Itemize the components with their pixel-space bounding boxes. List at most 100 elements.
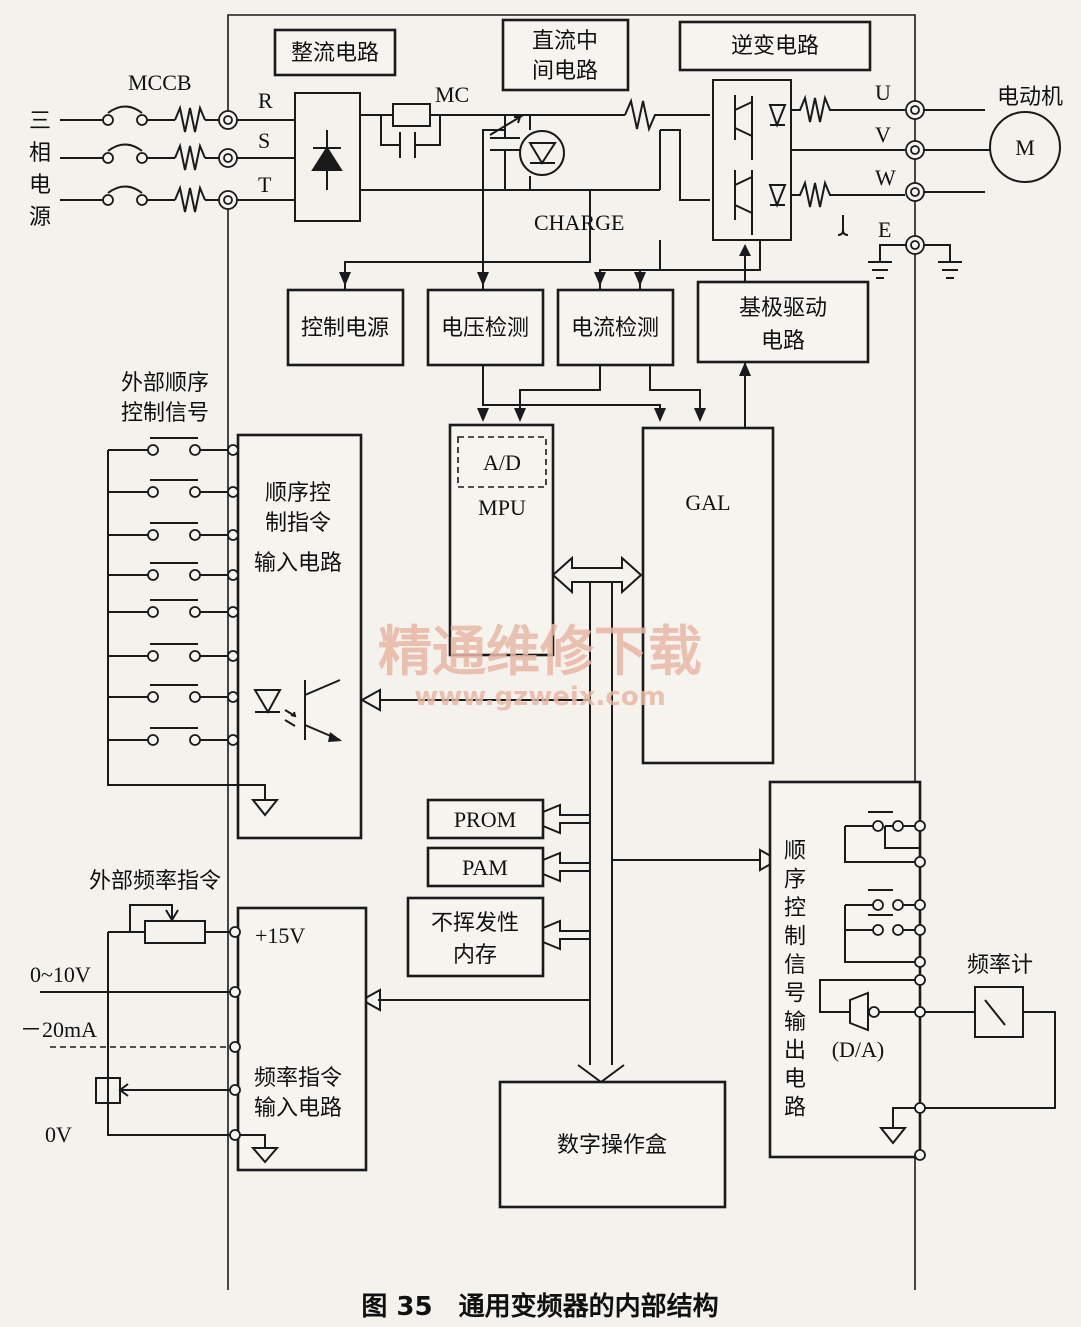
freq-input-block: 频率指令 输入电路 +15V [236, 906, 368, 1172]
detect-feed-lines [339, 129, 761, 290]
ad-label: A/D [483, 450, 521, 475]
rectifier-label: 整流电路 [291, 41, 379, 66]
watermark-url: www.gzweix.com [414, 682, 666, 712]
svg-text:电流检测: 电流检测 [571, 316, 659, 341]
voltage-detect-block: 电压检测 [426, 288, 545, 367]
freq-input-external-label: 外部频率指令 [89, 869, 221, 894]
svg-text:PAM: PAM [462, 855, 508, 880]
enclosure-outline [227, 14, 916, 1290]
rectifier-bridge [294, 92, 361, 222]
seq-output-relays [844, 811, 926, 968]
three-phase-source-label: 三 相 电 源 [29, 109, 51, 230]
seq-output-label-char: 序 [784, 868, 806, 893]
ma20-label: －20mA [20, 1017, 97, 1042]
detect-to-logic-lines [477, 362, 751, 428]
rectifier-section: 整流电路 [273, 28, 397, 77]
seq-output-label-char: 电 [784, 1067, 806, 1092]
charge-label: CHARGE [534, 210, 624, 235]
terminal-e-label: E [878, 217, 891, 242]
seq-input-switch-7 [108, 684, 239, 703]
seq-output-label-char: 出 [784, 1039, 806, 1064]
mpu-label: MPU [478, 495, 526, 520]
gal-label: GAL [685, 490, 730, 515]
operator-box-block: 数字操作盒 [498, 1080, 727, 1209]
seq-output-label-char: 信 [784, 953, 806, 978]
svg-text:电: 电 [29, 173, 51, 198]
inverter-bridge [712, 79, 792, 241]
phase-input-lines [60, 104, 220, 213]
dc-link-section: 直流中 间电路 [501, 18, 630, 92]
da-converter: (D/A) [819, 974, 926, 1062]
mpu-block: A/D MPU [448, 423, 555, 657]
svg-text:数字操作盒: 数字操作盒 [557, 1133, 667, 1158]
svg-text:输入电路: 输入电路 [254, 551, 342, 576]
mccb-label: MCCB [128, 70, 192, 95]
freq-meter-label: 频率计 [967, 953, 1033, 978]
nvmem-block: 不挥发性 内存 [406, 896, 590, 978]
svg-text:电压检测: 电压检测 [441, 316, 529, 341]
mc-label: MC [435, 82, 469, 107]
frequency-meter: 频率计 [878, 953, 1056, 1161]
terminal-u-label: U [875, 80, 891, 105]
seq-output-label-char: 路 [784, 1096, 806, 1121]
svg-text:输入电路: 输入电路 [254, 1096, 342, 1121]
seq-output-label-char: 制 [784, 925, 806, 950]
dc-bus: MC [360, 82, 710, 201]
da-label: (D/A) [832, 1037, 885, 1062]
seq-output-label-char: 控 [784, 896, 806, 921]
rst-terminals: R S T [218, 88, 295, 210]
seq-output-label-char: 号 [784, 982, 806, 1007]
prom-block: PROM [426, 798, 590, 840]
seq-input-switch-1 [108, 437, 239, 456]
terminal-s-label: S [258, 128, 270, 153]
inverter-label: 逆变电路 [731, 34, 819, 59]
output-lines: U V W E [791, 80, 990, 279]
svg-text:相: 相 [29, 141, 51, 166]
gal-block: GAL [641, 426, 775, 765]
svg-text:电路: 电路 [761, 329, 805, 354]
p15v-label: +15V [255, 923, 305, 948]
seq-input-switch-6 [108, 643, 239, 662]
inverter-section: 逆变电路 [678, 20, 872, 72]
v010-label: 0~10V [30, 962, 91, 987]
seq-input-switch-2 [108, 479, 239, 498]
seq-input-ground [228, 784, 280, 817]
figure-caption: 图 35 通用变频器的内部结构 [361, 1291, 718, 1322]
svg-text:三: 三 [29, 109, 51, 134]
terminal-v-label: V [875, 122, 891, 147]
seq-output-label-char: 顺 [784, 839, 806, 864]
seq-input-switch-8 [108, 727, 239, 746]
seq-input-switch-4 [108, 562, 239, 581]
svg-text:顺序控: 顺序控 [265, 481, 331, 506]
svg-text:频率指令: 频率指令 [254, 1066, 342, 1091]
dc-link-label-line2: 间电路 [532, 59, 598, 84]
seq-input-switches [107, 437, 239, 786]
svg-text:外部顺序: 外部顺序 [121, 371, 209, 396]
current-detect-block: 电流检测 [556, 288, 675, 367]
svg-text:控制信号: 控制信号 [121, 401, 209, 426]
svg-text:不挥发性: 不挥发性 [431, 911, 519, 936]
base-drive-block: 基极驱动 电路 [696, 280, 870, 364]
svg-text:源: 源 [29, 205, 51, 230]
control-power-block: 控制电源 [286, 288, 405, 367]
svg-text:制指令: 制指令 [265, 511, 331, 536]
svg-text:控制电源: 控制电源 [301, 316, 389, 341]
terminal-w-label: W [875, 165, 896, 190]
zero-v-label: 0V [45, 1122, 72, 1147]
svg-text:内存: 内存 [453, 943, 497, 968]
motor-symbol: M [1015, 135, 1035, 160]
dc-link-label-line1: 直流中 [532, 29, 598, 54]
terminal-t-label: T [258, 172, 272, 197]
motor: M 电动机 [989, 85, 1063, 183]
seq-input-external-label: 外部顺序 控制信号 [121, 371, 209, 426]
watermark-cn: 精通维修下载 [378, 620, 702, 683]
freq-input-wiring: 0~10V －20mA 0V [20, 904, 280, 1164]
motor-label: 电动机 [997, 85, 1063, 110]
seq-input-switch-5 [108, 599, 239, 618]
seq-input-block: 顺序控 制指令 输入电路 [236, 433, 363, 840]
svg-text:PROM: PROM [454, 807, 516, 832]
svg-text:基极驱动: 基极驱动 [739, 296, 827, 321]
pam-block: PAM [426, 846, 590, 888]
